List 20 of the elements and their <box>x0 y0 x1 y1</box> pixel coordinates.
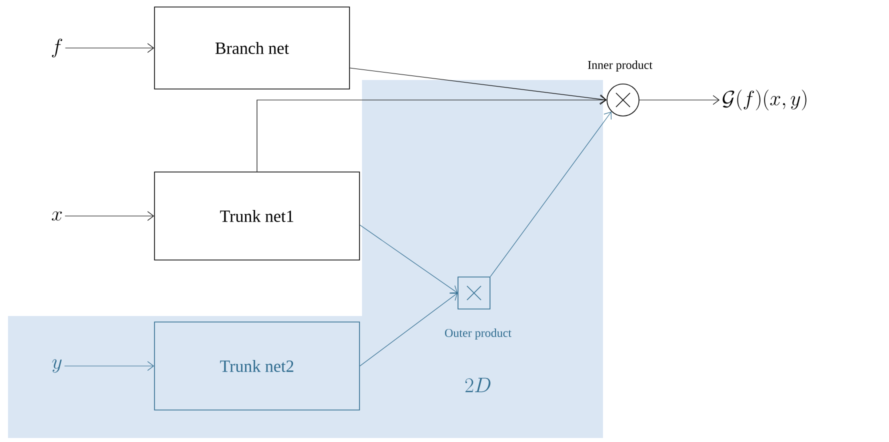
product-box <box>458 276 490 310</box>
arrow <box>639 95 720 105</box>
network-box: Branch net <box>154 6 350 90</box>
arrow <box>65 43 154 53</box>
network-box: Trunk net1 <box>154 172 360 260</box>
network-box: Trunk net2 <box>154 322 360 410</box>
arrow <box>350 68 607 104</box>
product-label: Inner product <box>588 60 652 72</box>
input-variable: $f$ <box>52 38 62 58</box>
output-formula: $\mathcal{G}(f)(x,y)$ <box>722 90 806 110</box>
arrow <box>256 95 607 172</box>
arrow <box>490 112 612 277</box>
input-variable: $x$ <box>52 211 62 221</box>
arrow <box>64 361 154 371</box>
product-label: Outer product <box>445 328 512 340</box>
arrow <box>64 211 154 221</box>
arrow <box>360 224 458 294</box>
input-variable: $y$ <box>52 359 62 373</box>
arrow <box>360 293 458 366</box>
product-circle <box>606 84 640 116</box>
